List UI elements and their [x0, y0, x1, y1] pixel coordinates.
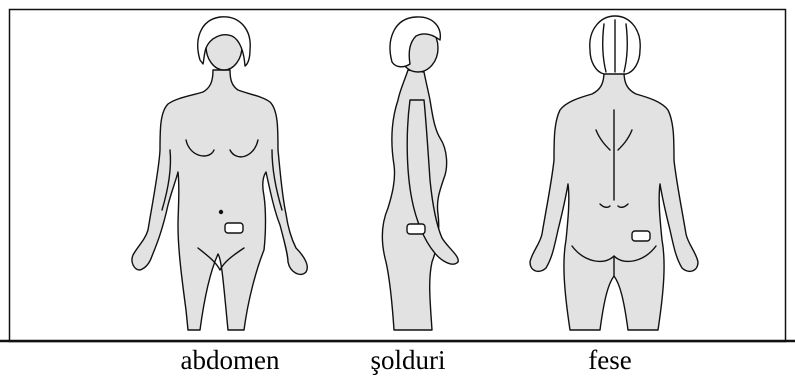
front-patch [225, 223, 243, 233]
caption-side-view: şolduri [348, 343, 468, 377]
caption-back-view: fese [565, 343, 655, 377]
back-patch [632, 231, 650, 241]
caption-front-view: abdomen [160, 343, 300, 377]
side-patch [407, 224, 425, 234]
illustration-panel [0, 0, 795, 345]
front-navel [220, 211, 223, 214]
